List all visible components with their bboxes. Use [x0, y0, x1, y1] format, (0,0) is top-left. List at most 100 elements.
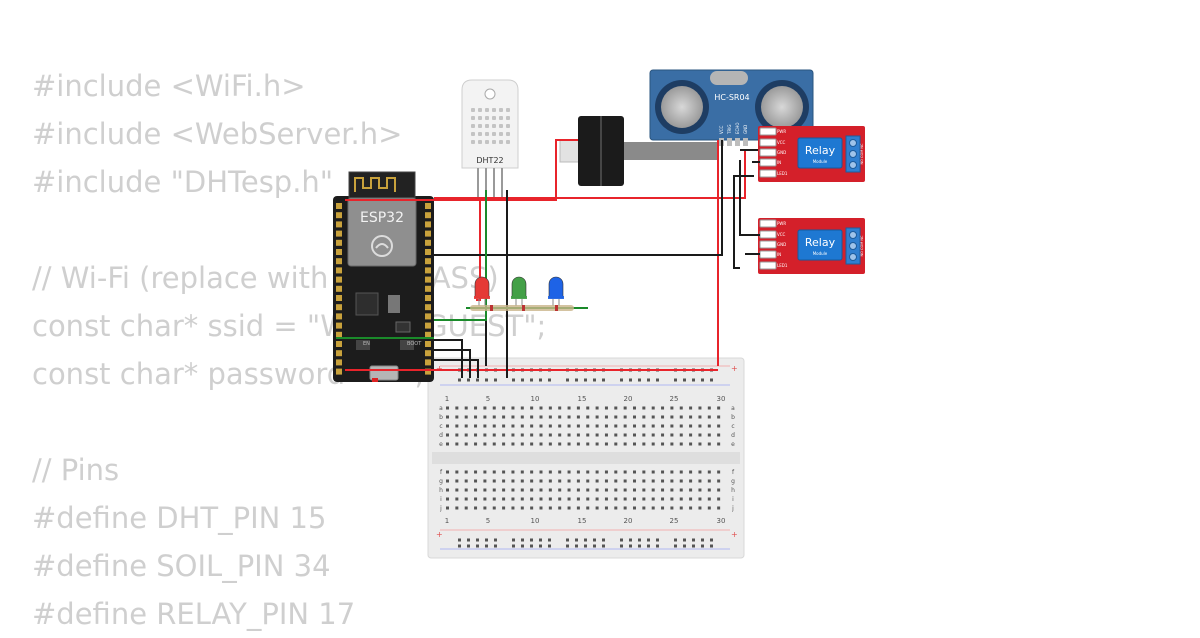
- breadboard-hole[interactable]: [576, 470, 580, 474]
- breadboard-hole[interactable]: [661, 415, 665, 419]
- rail-hole[interactable]: [683, 378, 686, 382]
- breadboard-hole[interactable]: [651, 506, 655, 510]
- led-blue-icon[interactable]: [548, 276, 564, 306]
- rail-hole[interactable]: [584, 538, 587, 542]
- rail-hole[interactable]: [485, 378, 488, 382]
- breadboard-hole[interactable]: [567, 497, 571, 501]
- breadboard-hole[interactable]: [604, 433, 608, 437]
- esp32-pin[interactable]: [336, 322, 342, 329]
- breadboard-hole[interactable]: [651, 406, 655, 410]
- breadboard-hole[interactable]: [464, 479, 468, 483]
- sonar-pin[interactable]: [743, 138, 748, 146]
- rail-hole[interactable]: [647, 544, 650, 548]
- rail-hole[interactable]: [476, 538, 479, 542]
- esp32-pin[interactable]: [425, 341, 431, 347]
- breadboard-hole[interactable]: [689, 433, 693, 437]
- breadboard-hole[interactable]: [483, 479, 487, 483]
- breadboard-hole[interactable]: [474, 470, 478, 474]
- breadboard-hole[interactable]: [689, 506, 693, 510]
- breadboard-hole[interactable]: [698, 433, 702, 437]
- breadboard-hole[interactable]: [511, 433, 515, 437]
- breadboard-hole[interactable]: [651, 433, 655, 437]
- breadboard-hole[interactable]: [670, 497, 674, 501]
- rail-hole[interactable]: [692, 538, 695, 542]
- breadboard-hole[interactable]: [689, 406, 693, 410]
- breadboard-hole[interactable]: [520, 497, 524, 501]
- esp32-pin[interactable]: [425, 331, 431, 338]
- dht22-sensor[interactable]: DHT22: [461, 79, 519, 198]
- breadboard-hole[interactable]: [586, 488, 590, 492]
- breadboard-hole[interactable]: [586, 470, 590, 474]
- breadboard-hole[interactable]: [446, 506, 449, 510]
- esp32-pin[interactable]: [336, 267, 342, 274]
- breadboard-hole[interactable]: [642, 433, 646, 437]
- breadboard-hole[interactable]: [651, 488, 655, 492]
- breadboard-hole[interactable]: [707, 488, 711, 492]
- breadboard-hole[interactable]: [483, 442, 487, 446]
- breadboard-hole[interactable]: [520, 442, 524, 446]
- breadboard-hole[interactable]: [474, 488, 478, 492]
- rail-hole[interactable]: [674, 538, 677, 542]
- breadboard-hole[interactable]: [651, 497, 655, 501]
- esp32-pin[interactable]: [336, 304, 342, 311]
- breadboard-hole[interactable]: [548, 479, 552, 483]
- breadboard-hole[interactable]: [539, 497, 543, 501]
- breadboard-hole[interactable]: [502, 442, 506, 446]
- breadboard-hole[interactable]: [642, 488, 646, 492]
- breadboard-hole[interactable]: [604, 406, 608, 410]
- breadboard-hole[interactable]: [614, 424, 618, 428]
- breadboard-hole[interactable]: [679, 415, 683, 419]
- breadboard-hole[interactable]: [604, 470, 608, 474]
- breadboard-hole[interactable]: [689, 442, 693, 446]
- breadboard-hole[interactable]: [558, 506, 562, 510]
- breadboard-hole[interactable]: [623, 424, 627, 428]
- rail-hole[interactable]: [683, 538, 686, 542]
- breadboard-hole[interactable]: [586, 415, 590, 419]
- breadboard-hole[interactable]: [558, 406, 562, 410]
- breadboard-hole[interactable]: [717, 406, 721, 410]
- rail-hole[interactable]: [539, 544, 542, 548]
- breadboard-hole[interactable]: [502, 488, 506, 492]
- breadboard-hole[interactable]: [446, 433, 449, 437]
- breadboard-hole[interactable]: [698, 406, 702, 410]
- breadboard-hole[interactable]: [604, 424, 608, 428]
- breadboard-hole[interactable]: [717, 424, 721, 428]
- breadboard-hole[interactable]: [614, 497, 618, 501]
- breadboard-hole[interactable]: [455, 479, 459, 483]
- screw-terminal-icon[interactable]: [849, 253, 857, 261]
- breadboard-hole[interactable]: [530, 497, 534, 501]
- rail-hole[interactable]: [656, 544, 659, 548]
- breadboard-hole[interactable]: [633, 506, 636, 510]
- breadboard-hole[interactable]: [539, 424, 543, 428]
- breadboard-hole[interactable]: [464, 415, 468, 419]
- breadboard-hole[interactable]: [698, 442, 702, 446]
- breadboard-hole[interactable]: [661, 506, 665, 510]
- breadboard-hole[interactable]: [548, 488, 552, 492]
- breadboard-hole[interactable]: [651, 479, 655, 483]
- rail-hole[interactable]: [494, 378, 497, 382]
- breadboard-hole[interactable]: [539, 479, 543, 483]
- breadboard-hole[interactable]: [446, 470, 449, 474]
- breadboard-hole[interactable]: [595, 433, 599, 437]
- breadboard-hole[interactable]: [679, 433, 683, 437]
- esp32-pin[interactable]: [425, 313, 431, 320]
- breadboard-hole[interactable]: [651, 470, 655, 474]
- esp32-pin[interactable]: [425, 285, 431, 292]
- breadboard-hole[interactable]: [642, 470, 646, 474]
- breadboard-hole[interactable]: [539, 433, 543, 437]
- breadboard-hole[interactable]: [698, 415, 702, 419]
- rail-hole[interactable]: [638, 538, 641, 542]
- breadboard-hole[interactable]: [502, 479, 506, 483]
- rail-hole[interactable]: [476, 378, 479, 382]
- breadboard-hole[interactable]: [548, 442, 552, 446]
- rail-hole[interactable]: [629, 378, 632, 382]
- breadboard-hole[interactable]: [642, 506, 646, 510]
- breadboard-hole[interactable]: [464, 470, 468, 474]
- breadboard-hole[interactable]: [717, 488, 721, 492]
- breadboard-hole[interactable]: [492, 506, 496, 510]
- breadboard-hole[interactable]: [614, 433, 618, 437]
- breadboard-hole[interactable]: [670, 506, 674, 510]
- breadboard-hole[interactable]: [446, 442, 449, 446]
- breadboard-hole[interactable]: [679, 497, 683, 501]
